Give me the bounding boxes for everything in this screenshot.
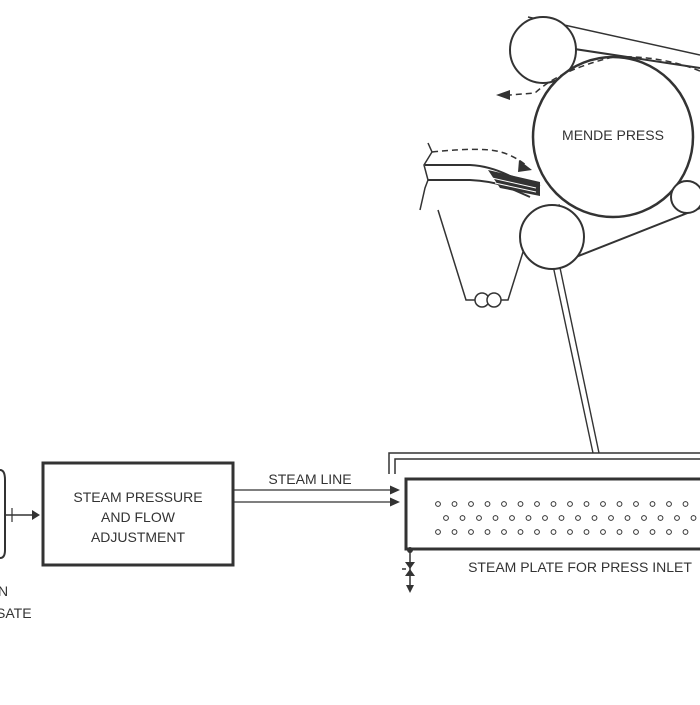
plate-hole bbox=[451, 501, 458, 507]
plate-hole bbox=[649, 501, 656, 507]
steam-line-label: STEAM LINE bbox=[268, 471, 351, 487]
plate-hole bbox=[517, 501, 524, 507]
plate-hole bbox=[501, 529, 507, 535]
plate-hole bbox=[443, 515, 449, 521]
adjustment-box-line-3: ADJUSTMENT bbox=[91, 529, 186, 545]
plate-hole bbox=[575, 515, 581, 521]
plate-hole bbox=[608, 515, 614, 521]
plate-hole bbox=[600, 501, 606, 507]
adjustment-box-line-1: STEAM PRESSURE bbox=[73, 489, 202, 505]
plate-hole bbox=[690, 515, 697, 521]
plate-hole bbox=[534, 529, 540, 535]
plate-hole bbox=[501, 501, 507, 507]
plate-hole bbox=[616, 501, 623, 507]
plate-hole bbox=[567, 501, 573, 507]
plate-hole bbox=[509, 515, 515, 521]
adjustment-box bbox=[41, 461, 235, 567]
drain-valve-icon bbox=[402, 547, 415, 593]
plate-hole bbox=[657, 515, 664, 521]
plate-hole bbox=[525, 515, 532, 521]
plate-hole bbox=[666, 501, 672, 507]
plate-hole bbox=[542, 515, 548, 521]
plate-hole bbox=[616, 529, 623, 535]
plate-hole bbox=[666, 529, 672, 535]
plate-hole bbox=[633, 529, 639, 535]
steam-plate bbox=[404, 477, 700, 551]
mende-press-label: MENDE PRESS bbox=[562, 127, 664, 143]
left-partial-device bbox=[0, 469, 40, 559]
plate-hole bbox=[649, 529, 656, 535]
plate-hole bbox=[550, 501, 557, 507]
plate-hole bbox=[435, 501, 441, 507]
plate-hole bbox=[624, 515, 631, 521]
plate-hole bbox=[476, 515, 482, 521]
plate-hole bbox=[451, 529, 458, 535]
plate-hole bbox=[567, 529, 573, 535]
adjustment-box-line-2: AND FLOW bbox=[101, 509, 176, 525]
steam-line-arrows bbox=[233, 485, 400, 507]
plate-hole bbox=[674, 515, 680, 521]
left-partial-label-2: SATE bbox=[0, 605, 32, 621]
plate-hole bbox=[682, 501, 689, 507]
plate-hole bbox=[435, 529, 441, 535]
plate-hole bbox=[583, 501, 590, 507]
steam-plate-holes bbox=[435, 501, 697, 535]
plate-hole bbox=[583, 529, 590, 535]
plate-hole bbox=[468, 501, 474, 507]
steam-plate-label: STEAM PLATE FOR PRESS INLET bbox=[468, 559, 692, 575]
plate-hole bbox=[517, 529, 524, 535]
plate-hole bbox=[534, 501, 540, 507]
left-partial-label-1: N bbox=[0, 583, 8, 599]
plate-hole bbox=[550, 529, 557, 535]
plate-hole bbox=[641, 515, 647, 521]
plate-hole bbox=[591, 515, 598, 521]
hopper bbox=[437, 209, 524, 308]
plate-hole bbox=[459, 515, 466, 521]
plate-hole bbox=[492, 515, 499, 521]
plate-hole bbox=[484, 501, 491, 507]
plate-hole bbox=[682, 529, 689, 535]
plate-hole bbox=[468, 529, 474, 535]
plate-hole bbox=[484, 529, 491, 535]
feed-web bbox=[419, 142, 541, 211]
plate-hole bbox=[558, 515, 565, 521]
mende-press bbox=[496, 16, 700, 270]
plate-hole bbox=[633, 501, 639, 507]
steam-plate-frame bbox=[388, 452, 700, 474]
plate-hole bbox=[600, 529, 606, 535]
